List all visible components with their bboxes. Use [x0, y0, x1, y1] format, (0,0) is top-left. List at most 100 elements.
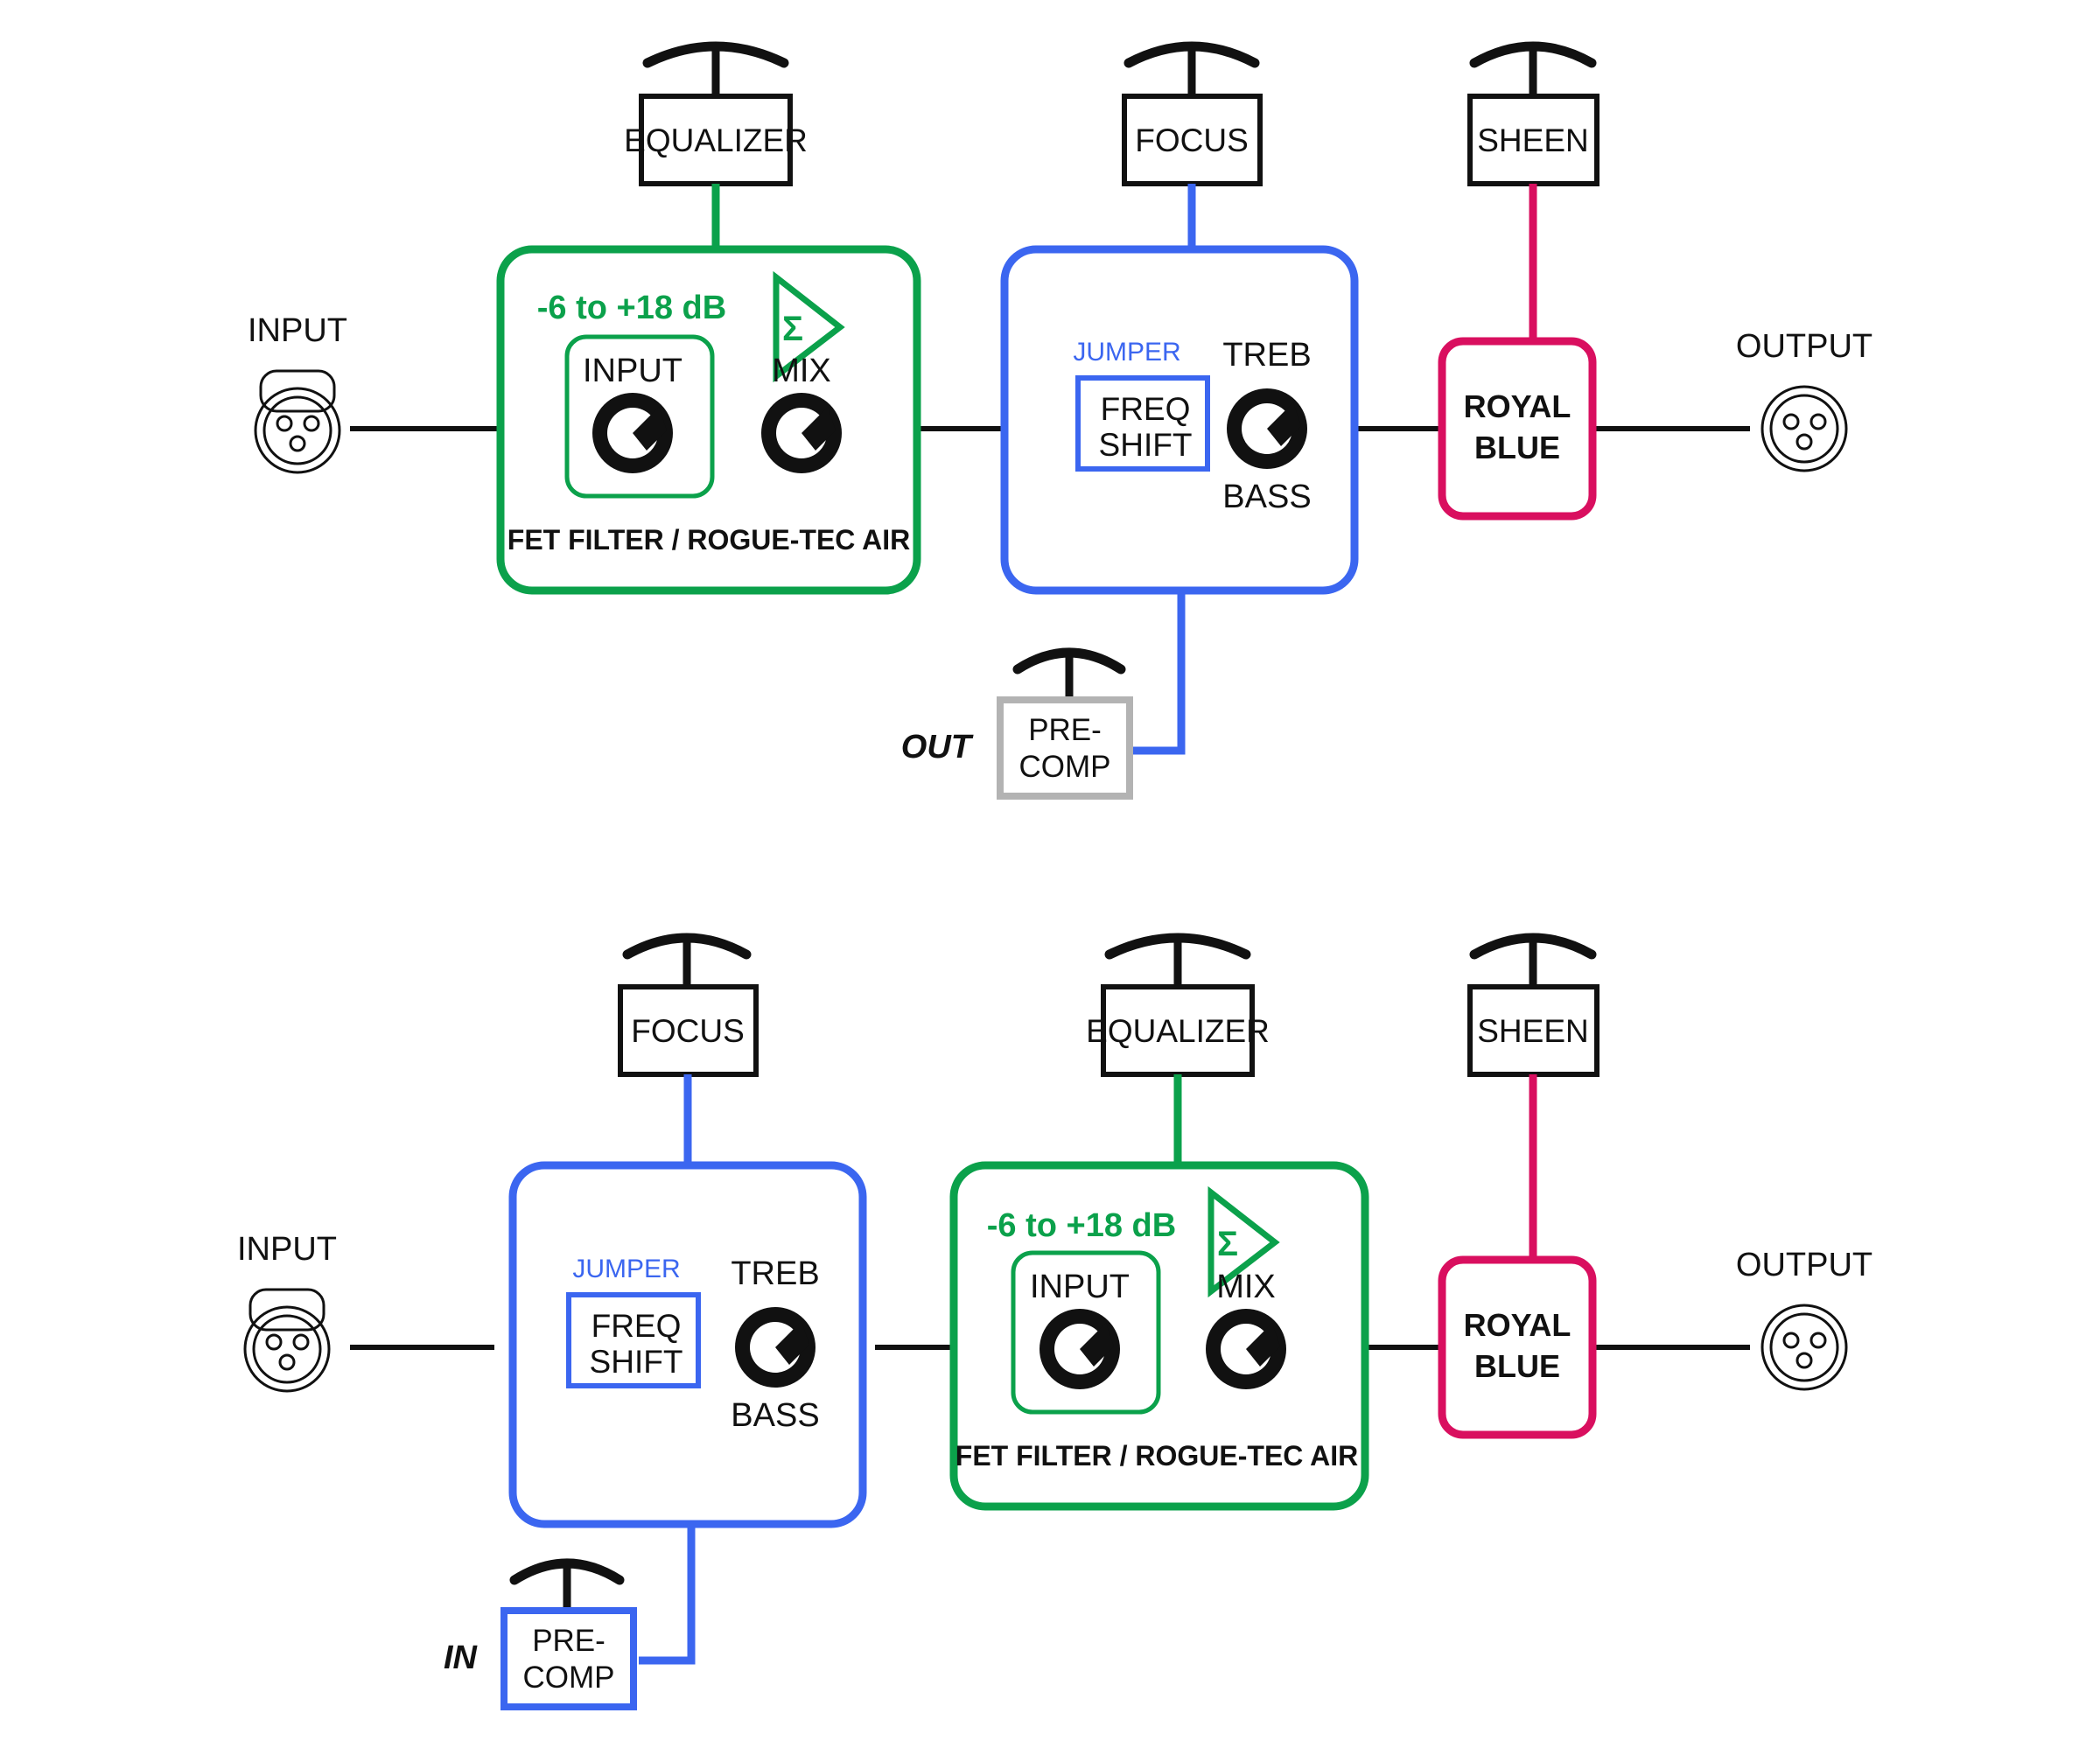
fet-filter-caption: FET FILTER / ROGUE-TEC AIR — [508, 524, 910, 556]
sheen-switch[interactable]: SHEEN — [1467, 41, 1600, 186]
pre-comp-switch[interactable]: PRE- COMP — [997, 647, 1133, 800]
pre-comp-line-2: COMP — [523, 1661, 615, 1695]
mode-tag-in: IN — [444, 1640, 479, 1676]
diagram-precomp-in: INPUT OUTPUT FOCUS EQUALIZER SHEEN — [237, 933, 1872, 1710]
xlr-inner-ring — [1769, 1312, 1839, 1382]
sheen-switch[interactable]: SHEEN — [1467, 933, 1600, 1077]
royal-blue-title-line-2: BLUE — [1474, 1348, 1560, 1384]
switch-box[interactable] — [1467, 94, 1600, 186]
freq-shift-line-2: SHIFT — [590, 1344, 683, 1380]
royal-blue-title-line-1: ROYAL — [1464, 1307, 1572, 1343]
pre-comp-box[interactable] — [997, 696, 1133, 800]
input-xlr-connector: INPUT — [237, 1231, 337, 1393]
xlr-outer-ring — [1760, 1304, 1848, 1391]
freq-shift-jumper[interactable]: FREQ SHIFT — [1075, 375, 1210, 472]
fet-filter-stage[interactable]: -6 to +18 dB Σ INPUT MIX FET FILTER / RO… — [949, 1161, 1369, 1511]
xlr-pin-1 — [1782, 1332, 1800, 1349]
xlr-pin-3 — [1796, 1352, 1813, 1369]
focus-switch[interactable]: FOCUS — [1122, 41, 1263, 186]
output-connector-label: OUTPUT — [1736, 1247, 1872, 1283]
xlr-pin-3 — [278, 1353, 296, 1371]
gain-range-label: -6 to +18 dB — [537, 290, 726, 326]
xlr-pin-2 — [303, 415, 320, 432]
output-xlr-connector: OUTPUT — [1736, 328, 1872, 472]
switch-label: EQUALIZER — [624, 122, 808, 158]
xlr-outer-ring — [254, 387, 341, 474]
xlr-latch-tab — [259, 369, 336, 413]
equalizer-switch[interactable]: EQUALIZER — [1086, 933, 1270, 1077]
switch-box[interactable] — [1467, 984, 1600, 1077]
switch-label: SHEEN — [1477, 1013, 1588, 1049]
xlr-pin-1 — [276, 415, 293, 432]
switch-box[interactable] — [1122, 94, 1263, 186]
switch-label: EQUALIZER — [1086, 1013, 1270, 1049]
switch-label: FOCUS — [631, 1013, 745, 1049]
link-eq-to-precomp — [639, 1524, 696, 1665]
royal-blue-stage-outline[interactable] — [1438, 337, 1597, 521]
output-connector-label: OUTPUT — [1736, 328, 1872, 365]
xlr-pin-1 — [1782, 413, 1800, 430]
freq-shift-line-1: FREQ — [592, 1308, 682, 1344]
fet-filter-caption: FET FILTER / ROGUE-TEC AIR — [956, 1440, 1358, 1472]
royal-blue-stage[interactable]: ROYAL BLUE — [1438, 337, 1597, 521]
xlr-pin-2 — [292, 1333, 310, 1351]
equalizer-switch[interactable]: EQUALIZER — [624, 41, 808, 186]
bass-label: BASS — [1222, 479, 1311, 515]
freq-shift-box[interactable] — [1075, 375, 1210, 472]
pre-comp-box[interactable] — [500, 1607, 637, 1710]
jumper-label: JUMPER — [572, 1255, 680, 1283]
xlr-pin-3 — [289, 435, 306, 452]
pre-comp-switch[interactable]: PRE- COMP — [500, 1558, 637, 1710]
xlr-outer-ring — [1760, 385, 1848, 472]
xlr-inner-ring — [252, 1314, 322, 1384]
link-eq-to-precomp — [1129, 591, 1186, 755]
switch-box[interactable] — [618, 984, 759, 1077]
input-knob-label: INPUT — [1030, 1269, 1130, 1305]
sum-amp-symbol: Σ — [1217, 1225, 1238, 1263]
xlr-outer-ring — [243, 1305, 331, 1393]
freq-shift-line-2: SHIFT — [1099, 427, 1193, 463]
royal-blue-stage-outline[interactable] — [1438, 1255, 1597, 1439]
xlr-inner-ring — [1769, 394, 1839, 464]
input-xlr-connector: INPUT — [248, 312, 347, 474]
xlr-pin-1 — [265, 1333, 283, 1351]
xlr-inner-ring — [262, 395, 332, 465]
sum-amp-icon: Σ — [773, 270, 845, 383]
mode-tag-out: OUT — [901, 729, 974, 766]
input-knob-label: INPUT — [583, 353, 682, 389]
royal-blue-title-line-1: ROYAL — [1464, 388, 1572, 424]
mix-knob-label: MIX — [772, 353, 831, 389]
diagram-precomp-out: INPUT OUTPUT EQUALIZER FOCUS SHEEN — [248, 41, 1872, 800]
freq-shift-line-1: FREQ — [1101, 391, 1191, 427]
xlr-latch-tab — [248, 1288, 326, 1332]
freq-shift-jumper[interactable]: FREQ SHIFT — [566, 1292, 701, 1388]
royal-blue-stage[interactable]: ROYAL BLUE — [1438, 1255, 1597, 1439]
eq-stage[interactable]: JUMPER FREQ SHIFT TREB BASS — [1000, 245, 1359, 595]
mix-knob-label: MIX — [1216, 1269, 1276, 1305]
sum-amp-icon: Σ — [1208, 1185, 1280, 1298]
input-connector-label: INPUT — [237, 1231, 337, 1268]
input-knob[interactable] — [1040, 1309, 1120, 1389]
eq-stage[interactable]: JUMPER FREQ SHIFT TREB BASS — [508, 1161, 867, 1528]
mix-knob[interactable] — [1206, 1309, 1286, 1389]
input-connector-label: INPUT — [248, 312, 347, 349]
treb-bass-knob[interactable] — [1227, 388, 1307, 469]
treb-label: TREB — [731, 1255, 819, 1292]
freq-shift-box[interactable] — [566, 1292, 701, 1388]
pre-comp-line-2: COMP — [1019, 750, 1111, 784]
mix-knob[interactable] — [761, 393, 842, 473]
switch-label: FOCUS — [1135, 122, 1249, 158]
fet-filter-stage[interactable]: -6 to +18 dB Σ INPUT MIX FET FILTER / RO… — [496, 245, 921, 595]
royal-blue-title-line-2: BLUE — [1474, 430, 1560, 465]
input-knob[interactable] — [592, 393, 673, 473]
jumper-label: JUMPER — [1073, 338, 1180, 367]
xlr-pin-3 — [1796, 433, 1813, 451]
switch-label: SHEEN — [1477, 122, 1588, 158]
focus-switch[interactable]: FOCUS — [618, 933, 759, 1077]
treb-label: TREB — [1222, 337, 1311, 374]
gain-range-label: -6 to +18 dB — [987, 1207, 1176, 1244]
xlr-pin-2 — [1810, 413, 1827, 430]
treb-bass-knob[interactable] — [735, 1307, 816, 1388]
xlr-pin-2 — [1810, 1332, 1827, 1349]
